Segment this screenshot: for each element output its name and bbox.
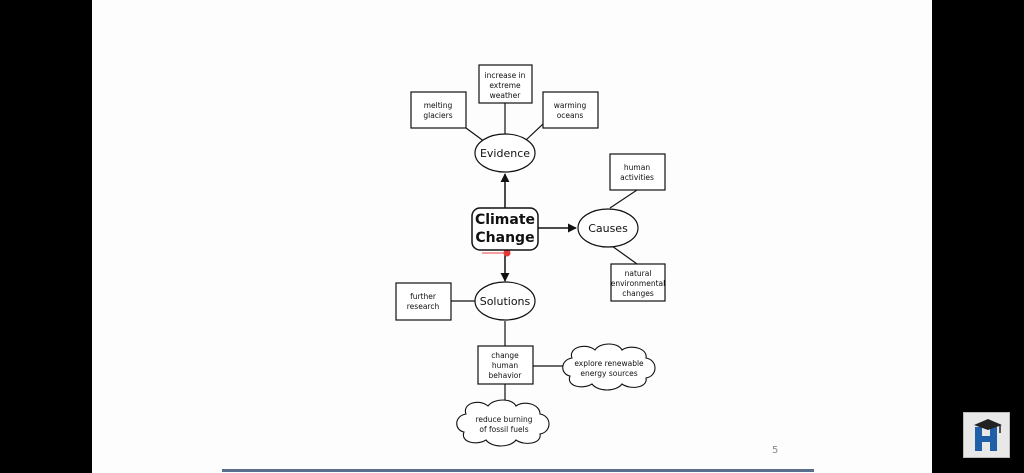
svg-text:changes: changes [622,289,654,298]
graduation-cap-h-icon [974,419,1002,451]
svg-text:energy sources: energy sources [580,369,637,378]
svg-text:weather: weather [490,91,522,100]
center-label-line2: Change [475,230,534,246]
causes-label: Causes [588,222,628,235]
graduation-cap-h-logo [963,412,1010,458]
slide-bottom-bar [222,469,814,472]
svg-text:oceans: oceans [557,111,584,120]
evidence-label: Evidence [480,147,530,160]
svg-text:research: research [407,302,440,311]
causes-node: Causes [577,208,639,248]
solutions-item-further-research: further research [395,282,452,321]
svg-text:increase in: increase in [485,71,526,80]
causes-item-natural-changes: natural environmental changes [610,263,666,302]
svg-text:explore renewable: explore renewable [574,359,644,368]
evidence-item-melting-glaciers: melting glaciers [410,91,467,129]
solutions-item-renewable-energy: explore renewable energy sources [562,343,656,391]
solutions-item-fossil-fuels: reduce burning of fossil fuels [456,399,550,447]
svg-text:further: further [410,292,437,301]
svg-text:natural: natural [625,269,652,278]
svg-text:extreme: extreme [489,81,521,90]
center-label-line1: Climate [475,212,535,228]
svg-text:of fossil fuels: of fossil fuels [479,425,528,434]
svg-text:reduce burning: reduce burning [476,415,533,424]
svg-text:human: human [624,163,650,172]
svg-text:melting: melting [424,101,453,110]
laser-pointer [482,249,511,257]
svg-text:activities: activities [620,173,654,182]
causes-item-human-activities: human activities [609,153,666,191]
solutions-label: Solutions [480,295,531,308]
solutions-item-change-behavior: change human behavior [477,345,534,385]
page-number: 5 [772,445,779,456]
svg-text:human: human [492,361,518,370]
svg-text:warming: warming [554,101,587,110]
svg-text:change: change [491,351,519,360]
solutions-node: Solutions [474,281,536,321]
evidence-item-warming-oceans: warming oceans [542,91,599,129]
connector-lines [451,103,638,410]
svg-text:environmental: environmental [611,279,665,288]
center-node: Climate Change [471,207,539,251]
evidence-item-extreme-weather: increase in extreme weather [478,64,533,104]
evidence-node: Evidence [474,133,536,173]
svg-text:behavior: behavior [489,371,523,380]
svg-text:glaciers: glaciers [423,111,452,120]
